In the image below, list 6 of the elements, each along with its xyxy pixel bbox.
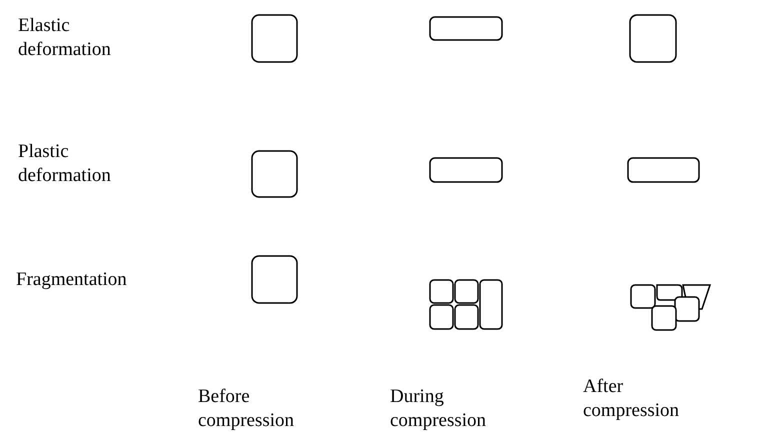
row-label: Elastic deformation [18,14,112,62]
row-label: Fragmentation [16,268,128,292]
row-label: Plastic deformation [18,140,112,188]
column-label: Before compression [198,385,296,433]
column-label: During compression [390,385,488,433]
column-label: After compression [583,375,680,423]
